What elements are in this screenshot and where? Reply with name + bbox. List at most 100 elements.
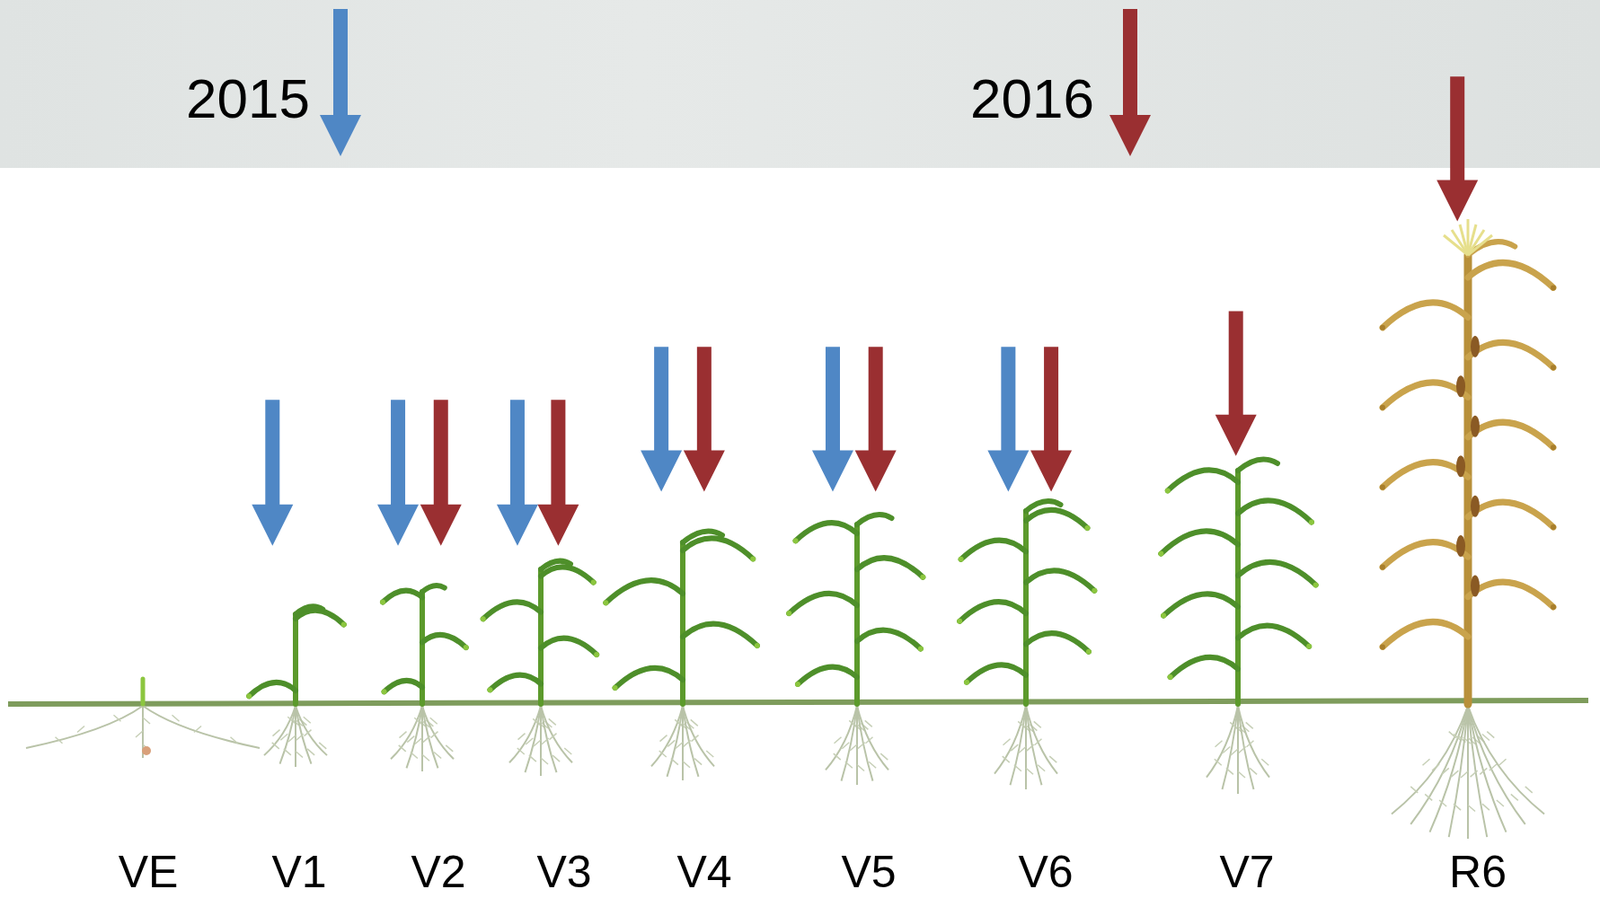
root-hair bbox=[1215, 741, 1223, 748]
stage-arrow bbox=[1030, 346, 1072, 492]
seed bbox=[141, 746, 151, 756]
root bbox=[1449, 706, 1468, 838]
root-hair bbox=[142, 717, 151, 725]
leaf bbox=[857, 514, 893, 525]
root-hair bbox=[682, 761, 690, 769]
root-hair bbox=[1026, 744, 1035, 752]
root-hair bbox=[273, 730, 281, 737]
root-hair bbox=[1479, 768, 1487, 775]
root-hair bbox=[1453, 804, 1461, 811]
leaf bbox=[1160, 530, 1238, 554]
leaf-tip bbox=[1091, 588, 1097, 594]
leaf bbox=[1163, 593, 1238, 616]
leaf bbox=[788, 593, 858, 614]
leaf-tip bbox=[754, 643, 761, 649]
stage-arrow bbox=[683, 346, 725, 492]
leaf bbox=[682, 531, 723, 544]
root-hair bbox=[1246, 741, 1255, 748]
root-hair bbox=[564, 748, 572, 755]
root bbox=[525, 706, 542, 773]
stage-arrow bbox=[1215, 310, 1257, 456]
leaf bbox=[295, 610, 345, 626]
leaf bbox=[1382, 542, 1468, 568]
stage-arrow bbox=[251, 399, 293, 546]
root-hair bbox=[1214, 759, 1222, 766]
stage-label: V1 bbox=[271, 849, 327, 895]
root-hair bbox=[288, 735, 296, 743]
legend-arrow bbox=[1103, 7, 1158, 160]
leaf bbox=[422, 585, 445, 593]
root bbox=[1410, 706, 1468, 825]
leaf bbox=[1025, 501, 1061, 512]
root bbox=[422, 706, 454, 760]
root-hair bbox=[1002, 756, 1010, 763]
root-hair bbox=[1439, 800, 1447, 807]
root-hair bbox=[272, 742, 280, 750]
stage-arrow bbox=[319, 8, 362, 157]
root bbox=[540, 706, 573, 763]
root-hair bbox=[194, 725, 202, 733]
root-hair bbox=[296, 733, 304, 741]
root-hair bbox=[833, 753, 841, 761]
root-hair bbox=[1511, 794, 1519, 801]
root-hair bbox=[549, 733, 557, 741]
root-hair bbox=[283, 749, 292, 756]
leaf bbox=[1467, 582, 1554, 608]
root-hair bbox=[1238, 747, 1247, 754]
root-hair bbox=[1014, 765, 1022, 772]
leaf-tip bbox=[750, 556, 756, 562]
root bbox=[1010, 706, 1027, 786]
root-hair bbox=[1423, 759, 1431, 766]
root-hair bbox=[406, 736, 415, 743]
leaf-tip bbox=[956, 618, 963, 625]
leaf-tip bbox=[786, 610, 792, 617]
stage-arrow bbox=[377, 399, 419, 546]
year-label: 2015 bbox=[185, 70, 310, 127]
stage-label: V2 bbox=[410, 849, 466, 895]
leaf bbox=[857, 630, 921, 650]
leaf bbox=[1467, 262, 1554, 288]
root-hair bbox=[172, 715, 180, 722]
root-hair bbox=[660, 735, 668, 743]
root-hair bbox=[135, 731, 143, 738]
leaf-tip bbox=[1379, 405, 1386, 411]
root-hair bbox=[1025, 768, 1034, 775]
leaf-tip bbox=[795, 681, 801, 688]
root-hair bbox=[1486, 732, 1494, 739]
leaf-tip bbox=[1379, 644, 1386, 650]
root-hair bbox=[433, 751, 442, 759]
root-hair bbox=[880, 753, 888, 761]
leaf bbox=[489, 675, 541, 691]
ground-line bbox=[8, 700, 1589, 705]
leaf bbox=[1025, 510, 1088, 529]
root bbox=[1467, 706, 1545, 814]
root-hair bbox=[552, 755, 560, 762]
stage-label: V3 bbox=[536, 849, 592, 895]
leaf bbox=[1382, 382, 1468, 408]
leaf-tip bbox=[480, 616, 487, 622]
root-hair bbox=[517, 748, 525, 755]
stage-arrow bbox=[1109, 8, 1151, 157]
stage-arrow bbox=[987, 346, 1029, 492]
ear bbox=[1456, 375, 1466, 398]
leaf bbox=[540, 638, 597, 655]
leaf bbox=[615, 668, 683, 689]
root-hair bbox=[114, 715, 122, 722]
leaf-tip bbox=[1160, 613, 1167, 619]
root-hair bbox=[318, 742, 327, 750]
root-hair bbox=[1010, 744, 1018, 752]
leaf-tip bbox=[963, 680, 970, 686]
root-hair bbox=[849, 744, 858, 752]
root-hair bbox=[675, 742, 683, 750]
root bbox=[682, 706, 715, 767]
root-hair bbox=[1226, 768, 1234, 775]
root bbox=[1237, 706, 1270, 778]
root-hair bbox=[304, 730, 312, 737]
root-hair bbox=[691, 735, 699, 743]
root-hair bbox=[671, 759, 679, 766]
root bbox=[280, 706, 297, 765]
root-hair bbox=[1410, 786, 1418, 794]
root-hair bbox=[295, 751, 303, 759]
root-hair bbox=[845, 761, 853, 769]
